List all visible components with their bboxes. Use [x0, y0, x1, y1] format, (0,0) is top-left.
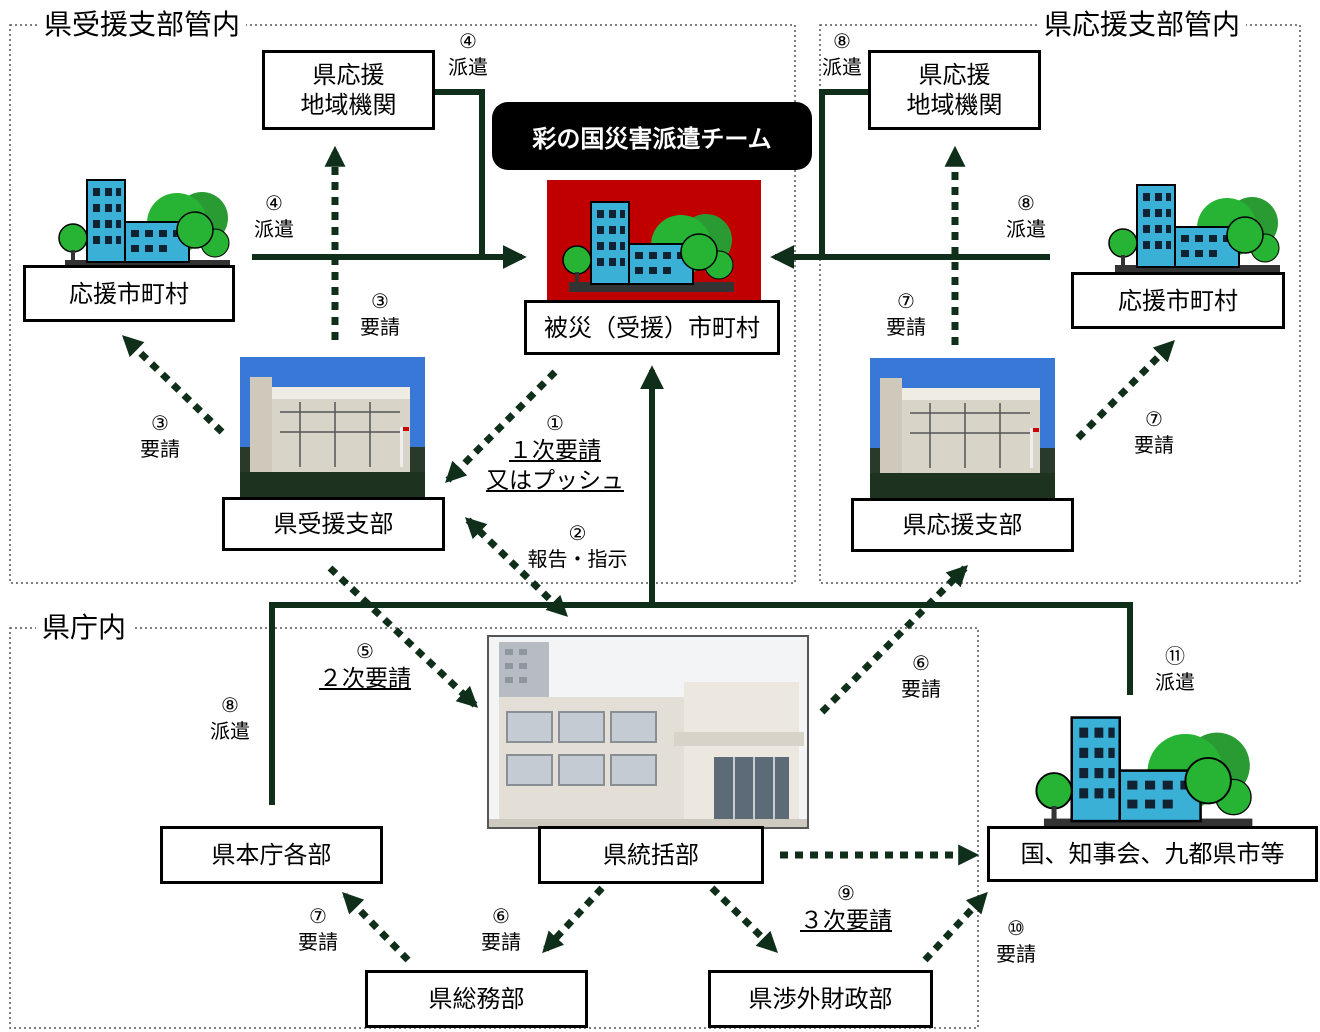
- arrow-2: [464, 517, 569, 617]
- support-agency-right: 県応援 地域機関: [868, 50, 1041, 130]
- prefectural-hq: 県統括部: [538, 826, 764, 884]
- arrow-6-up: [819, 565, 968, 715]
- affected-city-panel: [547, 180, 761, 310]
- support-city-right: 応援市町村: [1071, 272, 1285, 329]
- support-city-left: 応援市町村: [23, 265, 235, 322]
- external-finance: 県渉外財政部: [708, 970, 933, 1028]
- region-title-supporting: 県応援支部管内: [1038, 9, 1247, 41]
- building-tree-icon: [58, 179, 231, 271]
- national-bodies: 国、知事会、九都県市等: [987, 826, 1318, 882]
- receiving-branch-photo: [240, 357, 425, 497]
- arrow-1: [445, 369, 558, 483]
- region-title-office: 県庁内: [36, 612, 133, 644]
- arrow-4-left-agency: [435, 89, 485, 257]
- hq-building-photo: [487, 635, 809, 829]
- region-title-receiving: 県受援支部管内: [38, 9, 247, 41]
- general-affairs: 県総務部: [365, 970, 588, 1028]
- arrow-8-right-agency: [819, 89, 868, 257]
- arrow-5: [327, 565, 479, 708]
- arrow-7-right: [1075, 340, 1175, 441]
- region-frame-receiving: [9, 24, 796, 584]
- dispatch-bus-line: [269, 602, 1133, 805]
- supporting-branch: 県応援支部: [851, 498, 1074, 552]
- support-agency-left: 県応援 地域機関: [262, 50, 435, 130]
- building-tree-icon: [1108, 184, 1281, 276]
- region-frame-office: [9, 627, 979, 1029]
- honcho-departments: 県本庁各部: [160, 826, 383, 884]
- arrow-6-down: [542, 885, 605, 954]
- arrow-10: [922, 891, 988, 963]
- receiving-branch: 県受援支部: [222, 497, 445, 551]
- arrow-7-down: [342, 891, 411, 963]
- arrow-3-left: [121, 335, 225, 435]
- label-1: ① １次要請 又はプッシュ: [486, 411, 624, 494]
- arrow-9: [709, 885, 778, 953]
- building-tree-icon: [562, 201, 735, 293]
- supporting-branch-photo: [870, 358, 1055, 498]
- building-tree-icon: [1035, 716, 1254, 833]
- affected-city: 被災（受援）市町村: [524, 300, 780, 355]
- team-banner: 彩の国災害派遣チーム: [492, 102, 812, 170]
